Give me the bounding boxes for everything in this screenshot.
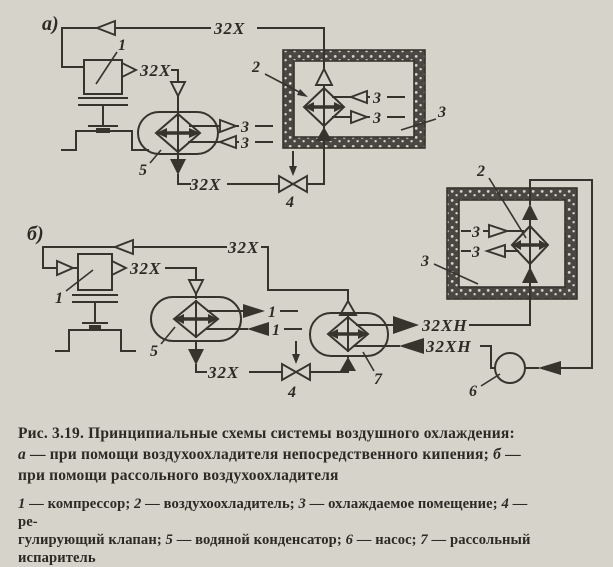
num-air-cooler-b: 2 [476, 163, 485, 180]
vapor-up-arrow-icon [338, 299, 358, 316]
refrigeration-schematic-figure: а) 32Х 1 32Х [27, 13, 593, 401]
discharge-line-a: 32Х [121, 61, 187, 114]
brine-evaporator: 7 [309, 312, 389, 388]
brine-supply-arrow-icon [393, 316, 419, 334]
cooled-room-b [446, 187, 578, 300]
air-in-arrow-icon [488, 223, 511, 239]
feed-up-arrow-icon [340, 357, 356, 371]
air-cooler-b: 3 3 2 [461, 163, 550, 266]
pipe-label-suction-a: 32Х [213, 19, 245, 38]
water-out-arrow-icon [219, 118, 239, 134]
air-in-label-a: 3 [372, 90, 381, 107]
num-air-cooler-a: 2 [251, 59, 260, 76]
leader-air-cooler-a [264, 73, 304, 95]
diagram-b: б) 32Х 1 32Х [27, 163, 593, 401]
flow-arrow-down-icon [170, 159, 186, 175]
valve-control-arrow-icon [292, 354, 300, 364]
num-valve-b: 4 [287, 384, 296, 401]
pipe-label-discharge-b: 32Х [129, 259, 161, 278]
water-in-arrow-icon [247, 322, 269, 336]
flow-arrow-left-icon [94, 19, 116, 37]
air-cooler-a: 3 3 2 [251, 27, 405, 149]
flow-arrow-down-icon [169, 81, 187, 99]
pipe-label-liquid-a: 32Х [189, 175, 221, 194]
flow-arrow-down-icon [187, 279, 205, 297]
leader-evaporator [362, 351, 375, 372]
regulating-valve-a: 4 [278, 151, 308, 211]
flow-arrow-right-icon [56, 259, 76, 277]
pipe-label-liquid-b: 32Х [207, 363, 239, 382]
return-up-arrow-icon [522, 204, 538, 220]
suction-line-a: 32Х [61, 19, 325, 68]
flow-arrow-right-icon [111, 259, 129, 277]
caption-title: Рис. 3.19. Принципиальные схемы системы … [18, 425, 521, 484]
pipe-label-discharge-a: 32Х [139, 61, 171, 80]
air-in-label-b: 3 [471, 224, 480, 241]
pipe-label-brine-supply: 32ХН [421, 316, 468, 335]
cooled-room-a [282, 49, 426, 149]
flow-arrow-left-icon [112, 238, 134, 256]
num-condenser-b: 5 [150, 343, 158, 360]
valve-control-arrow-icon [289, 166, 297, 176]
num-room-a: 3 [437, 104, 446, 121]
num-room-b: 3 [420, 253, 429, 270]
leader-pump [480, 373, 501, 387]
compressor-a: 1 [61, 37, 149, 151]
leader-compressor-b [65, 269, 94, 292]
num-condenser-a: 5 [139, 162, 147, 179]
leader-condenser-a [149, 149, 162, 164]
leader-condenser-b [160, 326, 176, 345]
feed-up-arrow-icon [522, 267, 538, 283]
feed-up-arrow-icon [316, 127, 332, 141]
vapor-up-arrow-icon [314, 66, 334, 86]
water-condenser-b: 5 1 1 [150, 296, 302, 360]
water-in-label-a: 3 [240, 135, 249, 152]
num-valve-a: 4 [285, 194, 294, 211]
flow-arrow-right-icon [121, 61, 139, 79]
liquid-line-a: 32Х [170, 147, 325, 194]
brine-return-arrow-icon [399, 338, 424, 354]
water-in-label-b: 1 [272, 322, 280, 339]
pipe-label-suction-b: 32Х [227, 238, 259, 257]
flow-arrow-down-icon [188, 349, 204, 365]
discharge-line-b: 32Х [111, 259, 205, 299]
air-out-arrow-icon [483, 243, 506, 259]
num-evaporator: 7 [374, 371, 383, 388]
panel-label-a: а) [42, 13, 59, 35]
air-out-arrow-icon [350, 109, 370, 125]
num-pump: 6 [469, 383, 477, 400]
room-label-a: 3 [400, 104, 446, 131]
water-in-arrow-icon [217, 134, 237, 150]
num-compressor-a: 1 [118, 37, 126, 54]
suction-line-b: 32Х [42, 238, 358, 316]
air-in-arrow-icon [348, 89, 368, 105]
to-pump-arrow-icon [538, 361, 561, 375]
diagram-a: а) 32Х 1 32Х [42, 13, 446, 211]
panel-label-b: б) [27, 223, 44, 245]
figure-caption: Рис. 3.19. Принципиальные схемы системы … [18, 423, 548, 567]
pump: 6 [469, 352, 526, 400]
num-compressor-b: 1 [55, 290, 63, 307]
water-condenser-a: 5 3 3 [137, 111, 273, 179]
caption-legend: 1 — компрессор; 2 — воздухоохладитель; 3… [18, 496, 531, 566]
pipe-label-brine-return: 32ХН [425, 337, 472, 356]
water-out-label-b: 1 [268, 304, 276, 321]
compressor-b: 1 [55, 253, 136, 352]
leader-compressor-a [95, 51, 118, 85]
regulating-valve-b: 4 [281, 341, 311, 401]
liquid-line-b: 32Х [188, 340, 356, 382]
water-out-label-a: 3 [240, 119, 249, 136]
air-out-label-b: 3 [471, 244, 480, 261]
air-out-label-a: 3 [372, 110, 381, 127]
brine-supply-line: 32ХН [356, 264, 538, 335]
leader-air-cooler-b [488, 177, 527, 239]
brine-return-line: 32ХН [353, 179, 593, 375]
room-label-b: 3 [420, 253, 479, 285]
water-out-arrow-icon [243, 304, 265, 318]
